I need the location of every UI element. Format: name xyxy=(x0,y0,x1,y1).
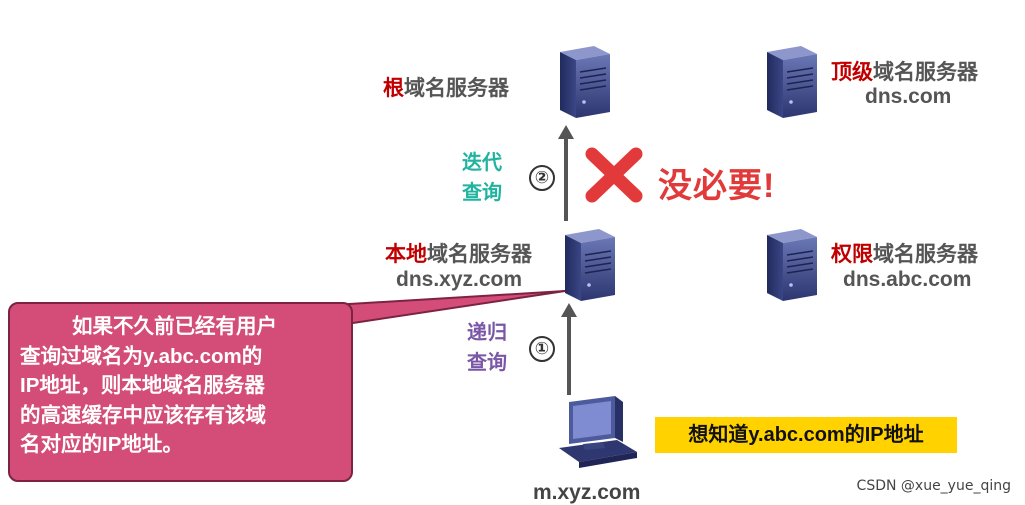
question-banner: 想知道y.abc.com的IP地址 xyxy=(655,417,957,453)
step-one-badge: ① xyxy=(529,336,555,362)
tld-server-domain: dns.com xyxy=(865,85,952,108)
recursive-query-label: 递归 查询 xyxy=(467,318,507,378)
tld-server-icon xyxy=(760,42,822,122)
local-server-label: 本地域名服务器 xyxy=(385,238,532,268)
step-two-badge: ② xyxy=(529,165,555,191)
local-label-rest: 域名服务器 xyxy=(427,243,532,266)
recursive-line1: 递归 xyxy=(467,322,507,344)
callout-line-2: 查询过域名为y.abc.com的 xyxy=(20,344,263,368)
callout-line-1: 如果不久前已经有用户 xyxy=(72,315,277,338)
iterative-line2: 查询 xyxy=(462,182,502,204)
auth-server-label: 权限域名服务器 xyxy=(831,238,978,268)
callout-line-5: 名对应的IP地址。 xyxy=(20,433,183,456)
auth-server-icon xyxy=(760,225,822,305)
client-host-label: m.xyz.com xyxy=(533,481,641,504)
iterative-line1: 迭代 xyxy=(462,152,502,174)
auth-label-accent: 权限 xyxy=(831,243,873,266)
tld-label-rest: 域名服务器 xyxy=(873,61,978,84)
cross-icon xyxy=(585,147,643,203)
root-label-accent: 根 xyxy=(383,77,404,100)
auth-label-rest: 域名服务器 xyxy=(873,243,978,266)
callout-pointer xyxy=(300,290,566,333)
callout-line-3: IP地址，则本地域名服务器 xyxy=(20,374,265,397)
iterative-arrow xyxy=(558,125,574,221)
unnecessary-text: 没必要! xyxy=(658,167,776,205)
csdn-watermark: CSDN @xue_yue_qing xyxy=(856,478,1011,494)
callout-line-4: 的高速缓存中应该存有该域 xyxy=(20,403,266,427)
recursive-arrow xyxy=(561,303,577,395)
root-server-label: 根域名服务器 xyxy=(383,72,509,102)
local-server-domain: dns.xyz.com xyxy=(396,268,523,291)
iterative-query-label: 迭代 查询 xyxy=(462,148,502,208)
recursive-line2: 查询 xyxy=(467,352,507,374)
auth-server-domain: dns.abc.com xyxy=(843,268,972,291)
root-label-rest: 域名服务器 xyxy=(404,77,509,100)
tld-server-label: 顶级域名服务器 xyxy=(831,56,978,86)
cache-callout: 如果不久前已经有用户 查询过域名为y.abc.com的 IP地址，则本地域名服务… xyxy=(8,302,353,482)
tld-label-accent: 顶级 xyxy=(831,61,873,84)
root-server-icon xyxy=(553,42,615,122)
computer-icon xyxy=(559,396,637,468)
local-label-accent: 本地 xyxy=(385,243,427,266)
